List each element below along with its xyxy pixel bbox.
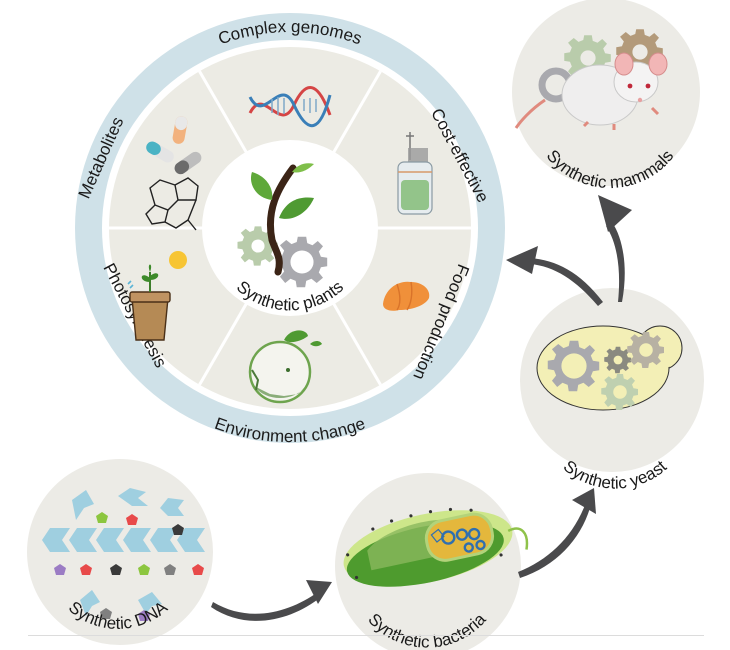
mouse-icon <box>514 52 668 130</box>
node-synthetic-dna: Synthetic DNA <box>27 459 213 645</box>
nucleotide-base-icons <box>54 512 204 621</box>
arrow-yeast-to-plants <box>506 246 603 306</box>
dna-helix-icon <box>248 86 332 127</box>
node-synthetic-mammals: Synthetic mammals <box>512 0 700 192</box>
arrow-dna-to-bacteria <box>211 580 332 621</box>
main-ring <box>75 13 505 443</box>
arrow-yeast-to-mammals <box>598 195 632 302</box>
croissant-icon <box>383 281 430 311</box>
yeast-cell-icon <box>536 325 683 411</box>
pills-molecule-icon <box>145 116 202 231</box>
gear-icon <box>237 226 278 266</box>
gear-icon <box>547 340 600 392</box>
node-synthetic-yeast: Synthetic yeast <box>520 288 704 493</box>
node-synthetic-bacteria: Synthetic bacteria <box>335 473 529 650</box>
bottom-divider <box>28 635 704 636</box>
sun-icon <box>169 251 187 269</box>
plant-gears-icon <box>237 163 328 288</box>
potted-plant-sun-icon <box>127 251 187 341</box>
gear-icon <box>604 346 632 374</box>
plant-stem-icon <box>267 164 297 276</box>
flow-arrows <box>211 195 632 621</box>
gear-icon <box>601 374 638 410</box>
gear-icon <box>564 35 611 81</box>
bioreactor-icon <box>397 132 433 215</box>
dna-building-blocks-icon <box>42 488 205 621</box>
center-disc <box>202 140 378 316</box>
arrow-bacteria-to-yeast <box>518 488 596 578</box>
leaf-icon <box>250 172 273 200</box>
leaf-icon <box>279 197 314 219</box>
gear-icon <box>616 29 663 75</box>
bacterium-icon <box>343 507 529 587</box>
eco-globe-icon <box>248 330 322 404</box>
gear-icon <box>275 236 328 288</box>
leaf-icon <box>292 163 314 173</box>
gear-icon <box>627 332 664 368</box>
